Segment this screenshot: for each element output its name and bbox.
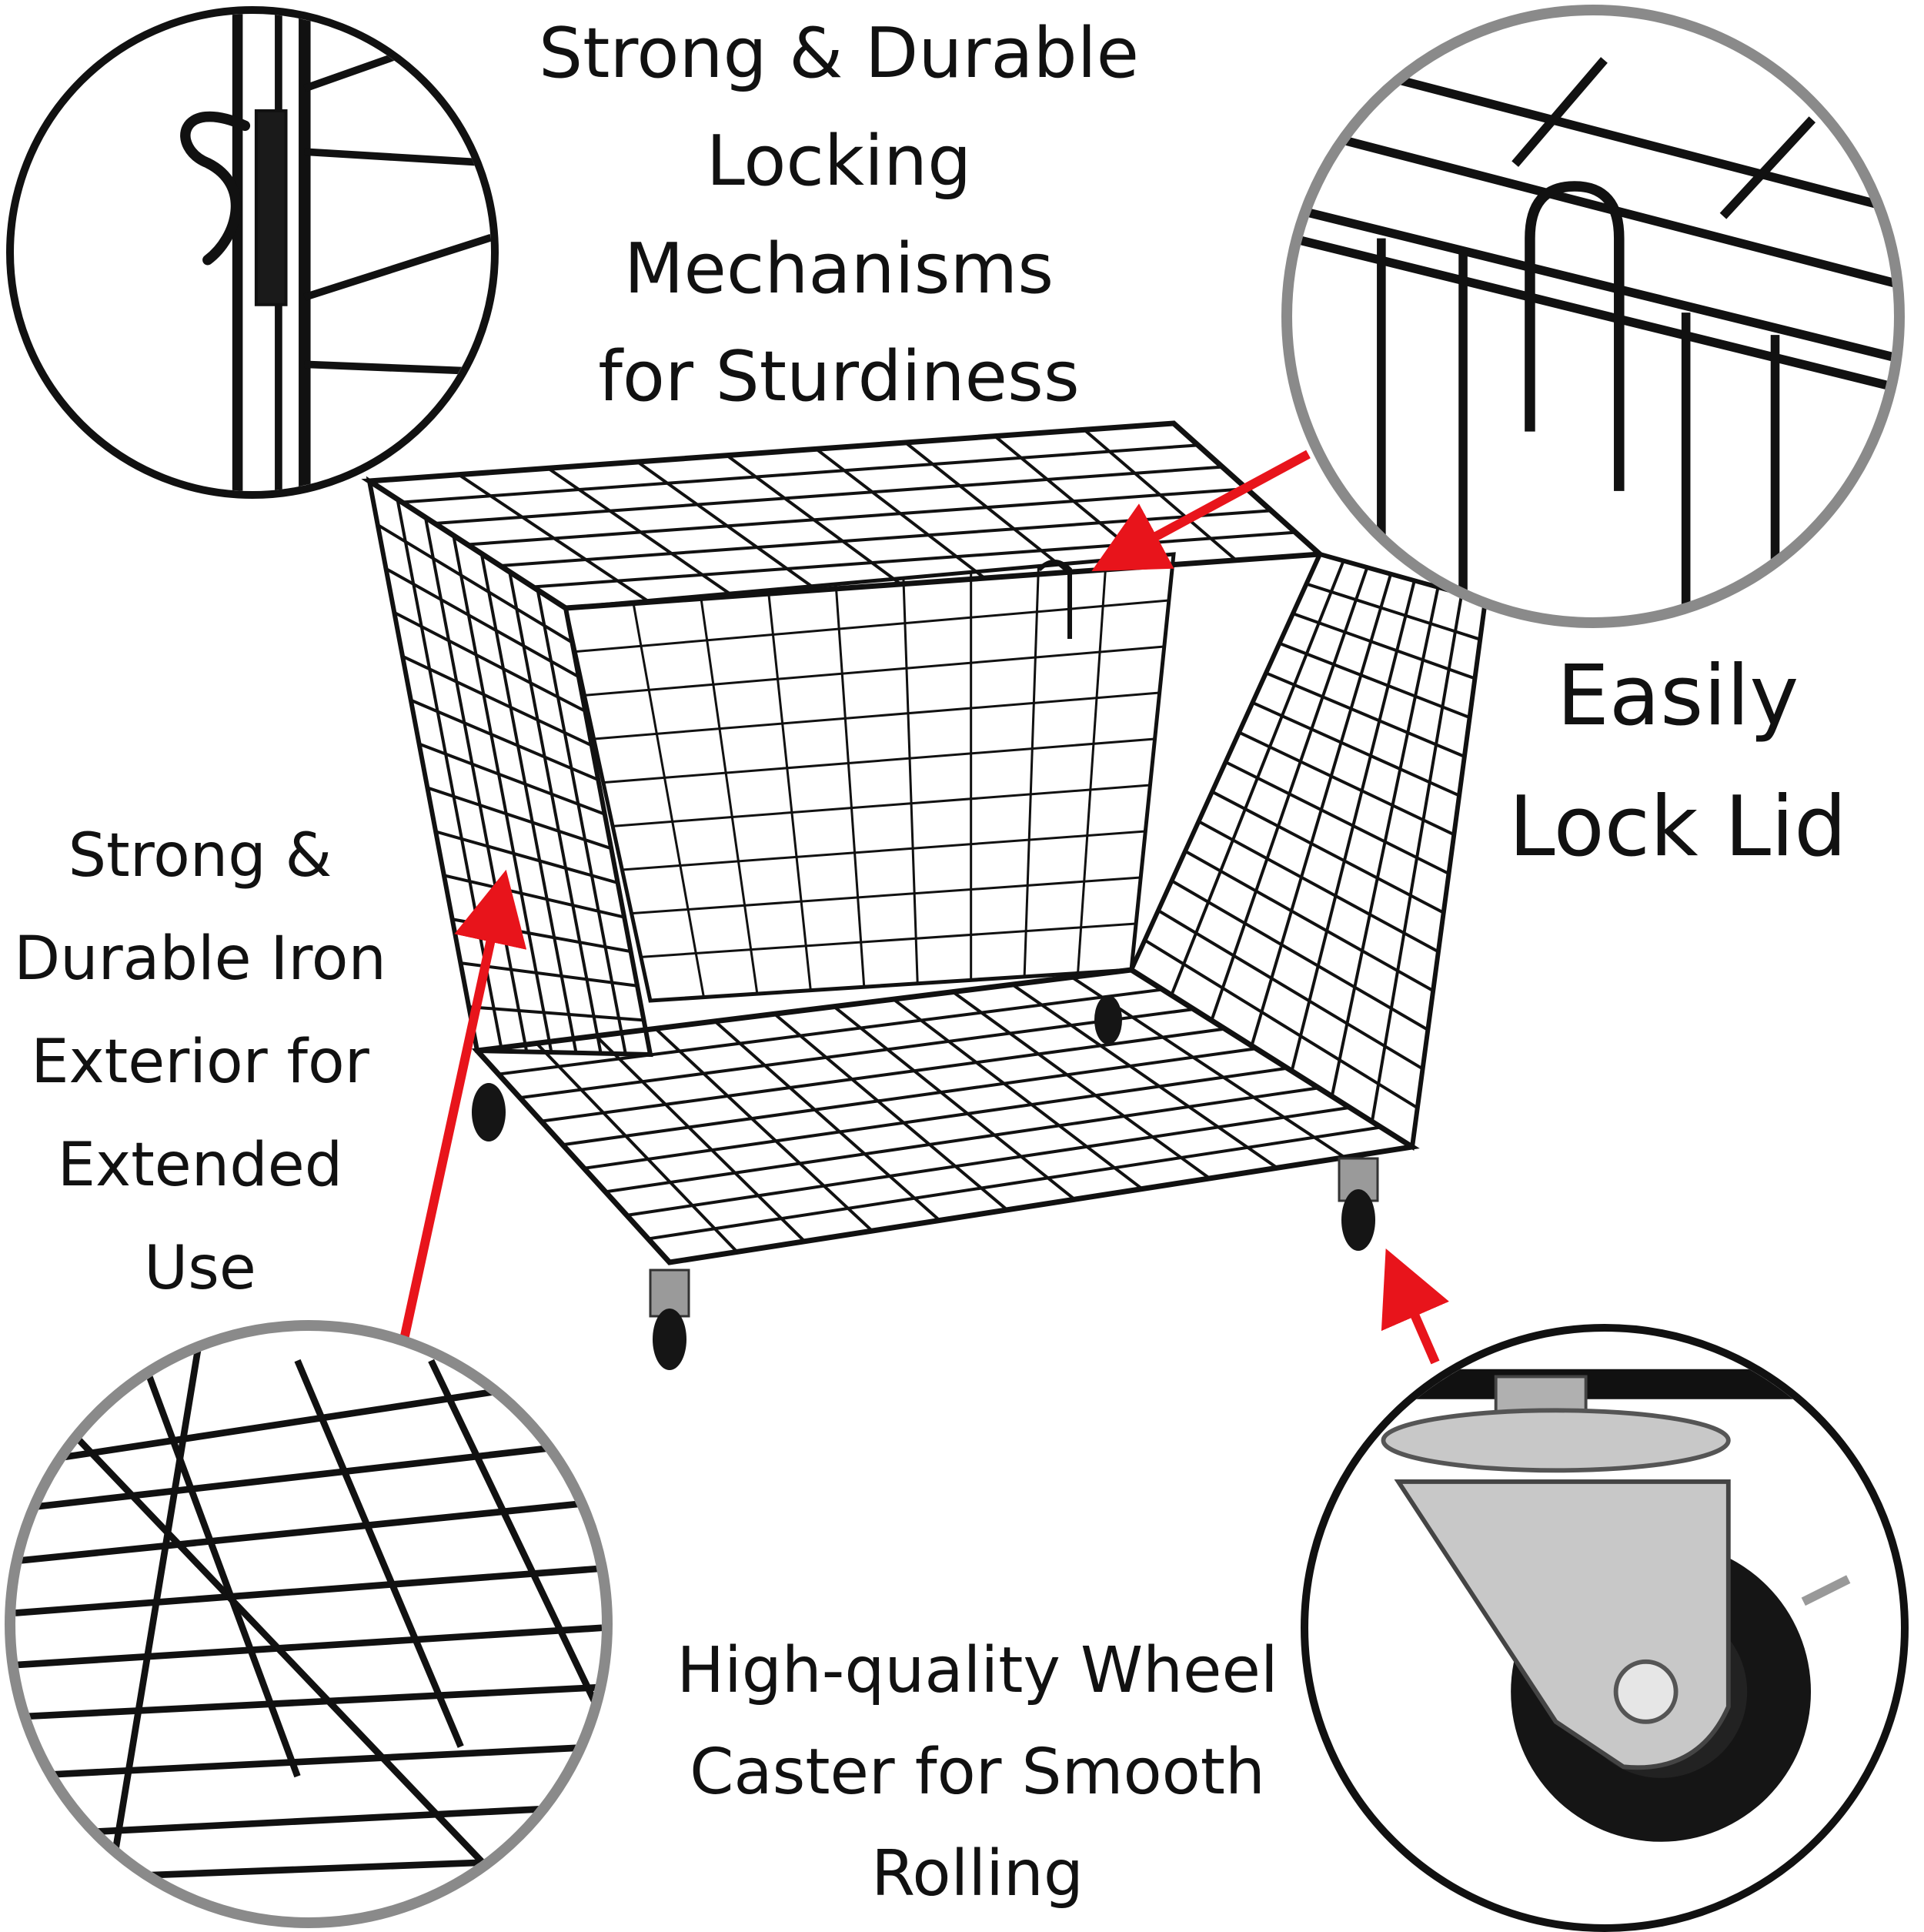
wire-rod	[647, 1125, 1381, 1241]
wire-rod	[1278, 641, 1471, 720]
wire-rod	[1011, 983, 1278, 1169]
caster-wheel-icon	[1308, 1369, 1901, 1842]
wire-rod	[892, 998, 1144, 1191]
wire-rod	[467, 487, 1248, 547]
wire-rod	[423, 516, 529, 1052]
arrow-to-lid-lock	[1091, 450, 1311, 572]
caption-line: Lock Lid	[1508, 779, 1847, 875]
lid-lock-closeup	[1281, 5, 1905, 628]
wire-rod	[834, 583, 866, 988]
caption-lock-lid: Easily Lock Lid	[1485, 631, 1870, 893]
wire-rod	[713, 1020, 941, 1222]
wire-rod	[1265, 671, 1465, 758]
wire-rod	[1023, 566, 1040, 977]
caption-line: Strong &	[68, 821, 332, 891]
wire-rod	[593, 691, 1160, 740]
wire-rod	[1211, 790, 1445, 914]
wire-rod	[605, 1086, 1319, 1194]
wire-rod	[1238, 730, 1455, 837]
wire-rod	[1144, 938, 1418, 1109]
wire-rod	[410, 698, 600, 781]
wire-rod	[626, 1105, 1351, 1217]
wire-cart	[361, 420, 1488, 1265]
caption-line: Caster for Smooth	[690, 1736, 1265, 1809]
wire-rod	[393, 610, 586, 713]
caption-line: Strong & Durable	[538, 13, 1140, 94]
wire-rod	[1251, 701, 1460, 797]
wire-rod	[1197, 820, 1439, 954]
wire-rod	[631, 876, 1141, 915]
wire-rod	[452, 535, 553, 1053]
wire-rod	[773, 1012, 1008, 1212]
caption-line: Rolling	[871, 1837, 1084, 1910]
wire-rod	[435, 830, 619, 884]
wire-rod	[1224, 760, 1450, 875]
wire-rod	[902, 578, 919, 984]
wire-rod	[469, 1005, 644, 1022]
wire-rod	[575, 599, 1170, 653]
wire-rod	[426, 786, 612, 851]
wire-rod	[402, 654, 593, 747]
iron-mesh-closeup	[5, 1320, 613, 1928]
wire-rod	[536, 590, 627, 1055]
wire-rod	[418, 742, 606, 816]
wheel-back-right	[1094, 995, 1122, 1045]
wire-rod	[595, 1035, 806, 1243]
wire-rod	[1171, 879, 1429, 1031]
wire-mesh-icon	[15, 1331, 602, 1917]
caption-line: Durable Iron	[14, 924, 386, 994]
wire-rod	[632, 601, 705, 998]
wire-rod	[1292, 612, 1476, 680]
caption-line: High-quality Wheel	[676, 1634, 1278, 1707]
wire-rod	[583, 1066, 1288, 1170]
wire-rod	[1077, 560, 1107, 974]
wire-rod	[1184, 849, 1435, 992]
arrow-to-iron-side	[399, 869, 527, 1341]
wire-rod	[519, 1008, 1194, 1100]
wire-rod	[535, 1042, 739, 1253]
caption-line: Extended	[57, 1131, 343, 1200]
caption-line: Use	[144, 1234, 256, 1303]
caption-wheel-caster: High-quality Wheel Caster for Smooth Rol…	[639, 1620, 1316, 1925]
wire-rod	[376, 523, 573, 644]
clip-hook-icon	[180, 14, 491, 491]
wire-rod	[541, 1027, 1225, 1123]
wheel-front-right	[1338, 1157, 1379, 1251]
wire-rod	[385, 567, 580, 678]
wire-rod	[833, 1005, 1076, 1201]
lid-latch	[1037, 560, 1072, 639]
wheel-back-left	[472, 1083, 506, 1141]
wheel-caster-closeup	[1301, 1324, 1909, 1932]
caption-line: Locking Mechanisms	[623, 121, 1054, 309]
cart-wheels	[472, 995, 1379, 1370]
wire-rod	[612, 784, 1151, 827]
caption-line: Exterior for	[31, 1028, 369, 1097]
wire-rod	[1157, 909, 1424, 1071]
arrow-to-wheel	[1381, 1248, 1449, 1365]
caption-locking-mechanisms: Strong & Durable Locking Mechanisms for …	[493, 0, 1185, 431]
caption-line: for Sturdiness	[598, 336, 1080, 417]
lid-latch-icon	[1292, 55, 1894, 617]
wire-rod	[479, 553, 578, 1054]
locking-mechanism-closeup	[6, 6, 499, 499]
wire-rod	[1305, 582, 1481, 641]
wire-rod	[603, 737, 1155, 784]
wire-rod	[402, 443, 1198, 504]
wire-rod	[434, 465, 1223, 525]
wire-rod	[700, 596, 759, 994]
wire-rod	[460, 961, 638, 988]
wire-rod	[584, 645, 1164, 697]
wire-rod	[952, 991, 1211, 1180]
wire-rod	[640, 922, 1137, 958]
wire-rod	[622, 830, 1146, 871]
wire-rod	[498, 988, 1163, 1076]
wire-rod	[767, 590, 812, 991]
wheel-front-left	[649, 1269, 690, 1370]
caption-iron-exterior: Strong & Durable Iron Exterior for Exten…	[0, 804, 400, 1320]
wire-rod	[654, 1027, 873, 1232]
wire-rod	[508, 571, 603, 1054]
wire-rod	[562, 1047, 1257, 1147]
caption-line: Easily	[1556, 648, 1799, 744]
